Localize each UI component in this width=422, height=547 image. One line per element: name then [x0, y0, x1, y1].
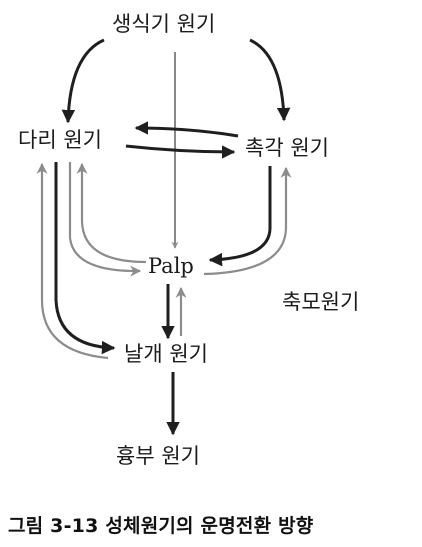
arrow-reproductive-to-leg [61, 38, 105, 124]
arrow-antenna-to-palp [208, 166, 272, 267]
arrow-leg-to-wing [54, 162, 116, 355]
arrow-antenna-to-leg [134, 121, 239, 138]
node-antenna-disc: 촉각 원기 [245, 136, 329, 160]
arrow-reproductive-to-antenna [249, 38, 291, 122]
figure-caption: 그림 3-13 성체원기의 운명전환 방향 [8, 515, 314, 537]
node-thorax-disc: 흉부 원기 [116, 444, 200, 468]
node-leg-disc: 다리 원기 [18, 128, 102, 152]
arrow-palp-to-antenna [203, 166, 292, 276]
arrow-leg-to-palp [68, 162, 142, 277]
node-palp: Palp [148, 254, 194, 278]
node-reproductive-disc: 생식기 원기 [112, 12, 216, 36]
arrow-palp-to-leg [76, 162, 147, 264]
node-wing-disc: 날개 원기 [124, 342, 208, 366]
arrow-leg-to-antenna [125, 144, 236, 159]
node-maxillary-palp-disc: 축모원기 [282, 290, 360, 314]
arrow-wing-to-leg [36, 162, 109, 360]
